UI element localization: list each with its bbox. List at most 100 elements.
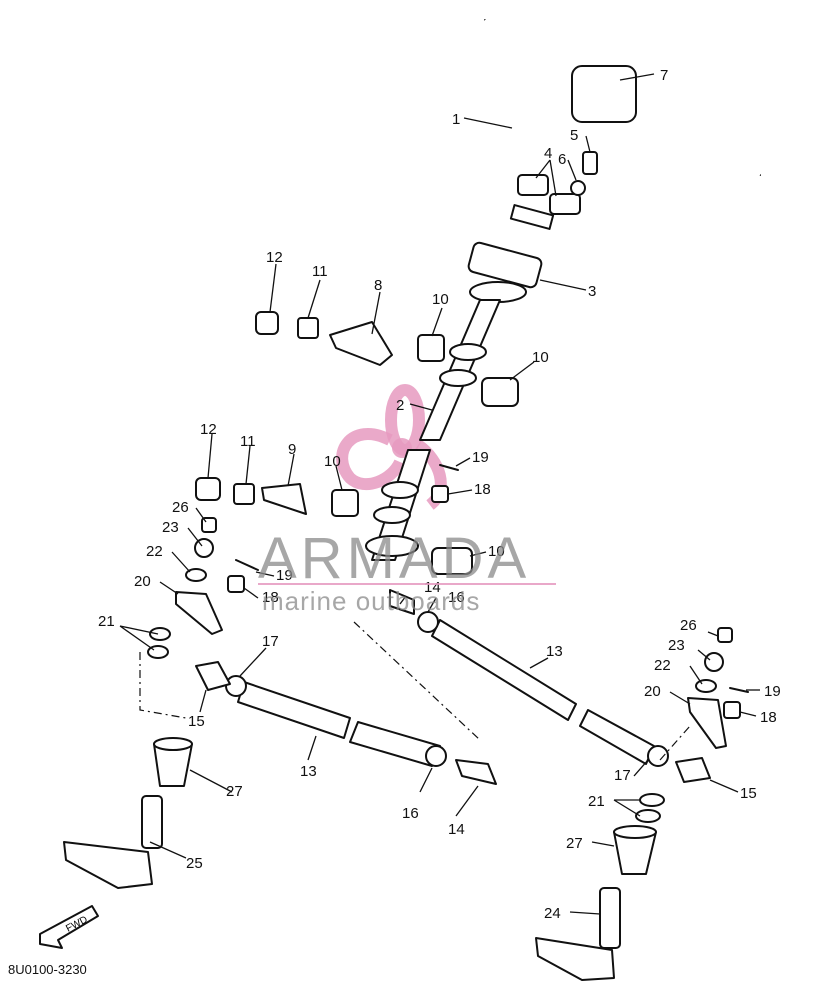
lock-washer xyxy=(639,793,665,807)
callout-18: 18 xyxy=(474,481,491,498)
nut xyxy=(227,575,245,593)
column-holder-upper xyxy=(329,321,393,366)
washer xyxy=(185,568,207,582)
tie-rod-left xyxy=(237,681,351,739)
callout-10: 10 xyxy=(324,453,341,470)
callout-16: 16 xyxy=(402,805,419,822)
fwd-label: FWD xyxy=(64,914,89,934)
rod-end xyxy=(675,757,711,783)
rod-end xyxy=(455,759,497,785)
column-holder-lower xyxy=(261,483,307,515)
callout-13: 13 xyxy=(546,643,563,660)
callout-15: 15 xyxy=(740,785,757,802)
leader-lines xyxy=(119,73,760,915)
callout-10: 10 xyxy=(432,291,449,308)
callout-19: 19 xyxy=(276,567,293,584)
cotter-pin xyxy=(439,464,459,471)
callout-26: 26 xyxy=(172,499,189,516)
callout-23: 23 xyxy=(162,519,179,536)
forward-arrow-icon: FWD xyxy=(39,905,99,949)
nut-plate xyxy=(297,317,319,339)
tie-rod-right-end xyxy=(579,709,655,765)
callout-21: 21 xyxy=(98,613,115,630)
callout-18: 18 xyxy=(760,709,777,726)
nut xyxy=(194,538,214,558)
washer xyxy=(570,180,586,196)
callout-21: 21 xyxy=(588,793,605,810)
callout-8: 8 xyxy=(374,277,382,294)
callout-13: 13 xyxy=(300,763,317,780)
bolt xyxy=(717,627,733,643)
reference-line xyxy=(659,725,691,761)
callout-17: 17 xyxy=(262,633,279,650)
lock-nut xyxy=(647,745,669,767)
handlebar-pad xyxy=(571,65,637,123)
callout-26: 26 xyxy=(680,617,697,634)
nut xyxy=(723,701,741,719)
callout-19: 19 xyxy=(472,449,489,466)
callout-14: 14 xyxy=(448,821,465,838)
cotter-pin xyxy=(729,687,749,693)
bushing xyxy=(481,377,519,407)
callout-labels: 1 7 5 4 6 3 2 12 11 8 10 10 12 11 9 10 1… xyxy=(98,67,781,922)
lock-washer xyxy=(635,809,661,823)
reference-line xyxy=(139,652,187,719)
lock-nut xyxy=(425,745,447,767)
callout-2: 2 xyxy=(396,397,404,414)
handlebar xyxy=(480,16,763,234)
callout-1: 1 xyxy=(452,111,460,128)
cotter-pin xyxy=(235,559,259,571)
nut xyxy=(431,485,449,503)
bushing xyxy=(431,547,473,575)
upper-holder xyxy=(549,193,581,215)
callout-6: 6 xyxy=(558,151,566,168)
nut-plate xyxy=(233,483,255,505)
callout-19: 19 xyxy=(764,683,781,700)
callout-20: 20 xyxy=(644,683,661,700)
callout-27: 27 xyxy=(226,783,243,800)
callout-18: 18 xyxy=(262,589,279,606)
callout-27: 27 xyxy=(566,835,583,852)
pitman-arm-right xyxy=(687,697,727,749)
watermark-brand: ARMADA xyxy=(258,526,530,591)
callout-12: 12 xyxy=(266,249,283,266)
steering-knuckle-left xyxy=(63,795,163,889)
callout-10: 10 xyxy=(532,349,549,366)
callout-7: 7 xyxy=(660,67,668,84)
washer xyxy=(695,679,717,693)
callout-20: 20 xyxy=(134,573,151,590)
steering-column xyxy=(365,241,543,561)
callout-11: 11 xyxy=(240,433,256,450)
bushing xyxy=(417,334,445,362)
lock-washer xyxy=(149,627,171,641)
bolt xyxy=(582,151,598,175)
bolt xyxy=(195,477,221,501)
callout-3: 3 xyxy=(588,283,596,300)
steering-knuckle-right xyxy=(535,887,621,981)
callout-4: 4 xyxy=(544,145,552,162)
lock-nut xyxy=(225,675,247,697)
callout-17: 17 xyxy=(614,767,631,784)
callout-24: 24 xyxy=(544,905,561,922)
callout-22: 22 xyxy=(146,543,163,560)
callout-15: 15 xyxy=(188,713,205,730)
callout-12: 12 xyxy=(200,421,217,438)
part-code: 8U0100-3230 xyxy=(8,962,87,977)
callout-11: 11 xyxy=(312,263,328,280)
rod-end xyxy=(195,661,231,691)
callout-22: 22 xyxy=(654,657,671,674)
bushing xyxy=(331,489,359,517)
pitman-arm-left xyxy=(175,591,223,635)
callout-5: 5 xyxy=(570,127,578,144)
bolt xyxy=(255,311,279,335)
callout-10: 10 xyxy=(488,543,505,560)
nut xyxy=(704,652,724,672)
callout-23: 23 xyxy=(668,637,685,654)
watermark-tagline: marine outboards xyxy=(262,586,480,616)
callout-25: 25 xyxy=(186,855,203,872)
upper-holder xyxy=(517,174,549,196)
callout-9: 9 xyxy=(288,441,296,458)
tie-rod-right xyxy=(431,619,577,721)
callout-16: 16 xyxy=(448,589,465,606)
